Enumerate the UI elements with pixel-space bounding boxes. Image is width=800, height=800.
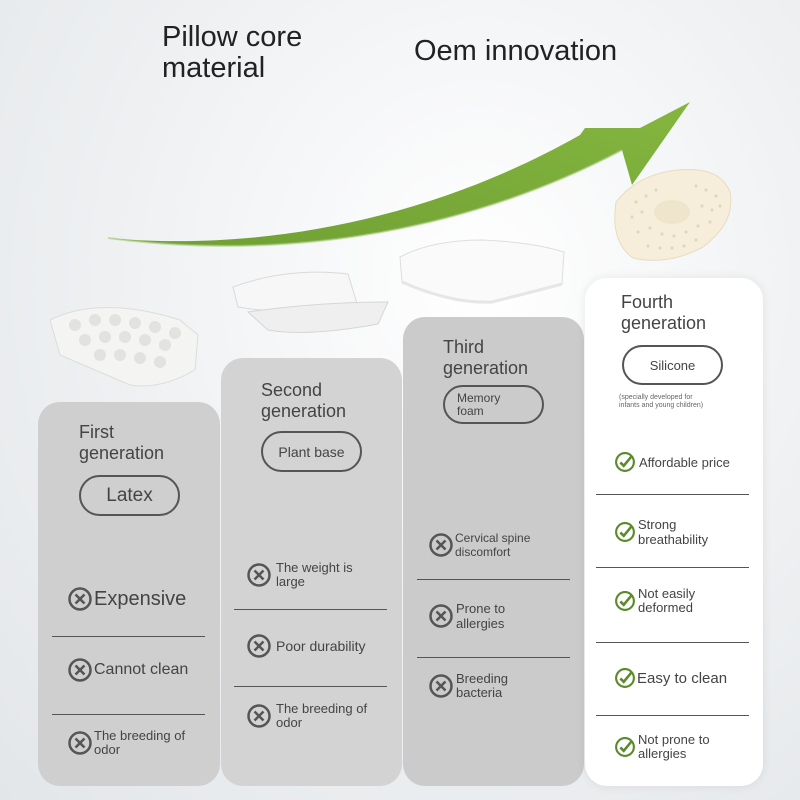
second-generation-card: Second generation Plant base The weight …: [221, 358, 402, 786]
list-item: Breeding bacteria: [428, 672, 508, 700]
card-title: Second generation: [261, 380, 347, 421]
list-item: Not easily deformed: [614, 587, 695, 615]
divider: [596, 494, 749, 495]
list-item: Poor durability: [246, 633, 366, 659]
heading-oem-innovation: Oem innovation: [414, 35, 618, 67]
divider: [417, 579, 570, 580]
latex-pillow-image: [49, 307, 199, 387]
check-circle-icon: [615, 452, 635, 472]
item-text: Cervical spine discomfort: [455, 531, 531, 559]
check-circle-icon: [615, 737, 635, 757]
x-circle-icon: [68, 587, 92, 611]
x-circle-icon: [429, 604, 453, 628]
check-circle-icon: [615, 591, 635, 611]
list-item: Expensive: [67, 586, 186, 612]
list-item: Not prone to allergies: [614, 733, 710, 761]
item-text: Cannot clean: [94, 661, 189, 678]
note-text: (specially developed for infants and you…: [619, 394, 704, 409]
material-badge: Memory foam: [443, 385, 544, 424]
heading-pillow-core-material: Pillow core material: [162, 21, 303, 84]
item-text: Not prone to allergies: [638, 732, 710, 761]
item-text: Easy to clean: [637, 669, 728, 687]
item-text: Breeding bacteria: [456, 671, 509, 700]
divider: [234, 609, 387, 610]
material-badge: Silicone: [622, 345, 723, 385]
material-badge: Latex: [79, 475, 180, 516]
item-text: The weight is large: [276, 560, 353, 589]
third-generation-card: Third generation Memory foam Cervical sp…: [403, 317, 584, 786]
x-circle-icon: [68, 731, 92, 755]
list-item: Cannot clean: [67, 657, 188, 683]
item-text: The breeding of odor: [94, 728, 186, 757]
x-circle-icon: [68, 658, 92, 682]
list-item: The weight is large: [246, 561, 353, 589]
x-circle-icon: [247, 634, 271, 658]
x-circle-icon: [247, 563, 271, 587]
check-circle-icon: [615, 668, 635, 688]
item-text: Not easily deformed: [638, 586, 696, 615]
x-circle-icon: [429, 533, 453, 557]
card-title: Fourth generation: [621, 292, 707, 333]
list-item: The breeding of odor: [67, 729, 185, 757]
item-text: Expensive: [94, 587, 187, 610]
divider: [417, 657, 570, 658]
divider: [52, 714, 205, 715]
item-text: Strong breathability: [638, 517, 709, 547]
card-title: Third generation: [443, 337, 529, 378]
x-circle-icon: [429, 674, 453, 698]
divider: [596, 567, 749, 568]
growth-arrow-icon: [107, 102, 690, 247]
divider: [596, 642, 749, 643]
list-item: Affordable price: [614, 451, 730, 473]
x-circle-icon: [247, 704, 271, 728]
memory-foam-pillow-image: [399, 239, 565, 304]
list-item: Easy to clean: [614, 667, 727, 689]
divider: [234, 686, 387, 687]
divider: [52, 636, 205, 637]
list-item: Strong breathability: [614, 517, 708, 547]
item-text: Poor durability: [276, 638, 366, 654]
list-item: The breeding of odor: [246, 702, 367, 730]
check-circle-icon: [615, 522, 635, 542]
card-title: First generation: [79, 422, 165, 463]
list-item: Cervical spine discomfort: [428, 531, 530, 559]
item-text: Affordable price: [639, 454, 730, 470]
item-text: Prone to allergies: [456, 601, 506, 631]
divider: [596, 715, 749, 716]
plant-base-pillow-image: [232, 271, 389, 333]
first-generation-card: First generation Latex Expensive Cannot …: [38, 402, 220, 786]
silicone-pillow-image: [614, 168, 732, 261]
fourth-generation-card: Fourth generation Silicone (specially de…: [585, 278, 763, 786]
item-text: The breeding of odor: [276, 701, 368, 730]
list-item: Prone to allergies: [428, 601, 505, 631]
material-badge: Plant base: [261, 431, 362, 472]
